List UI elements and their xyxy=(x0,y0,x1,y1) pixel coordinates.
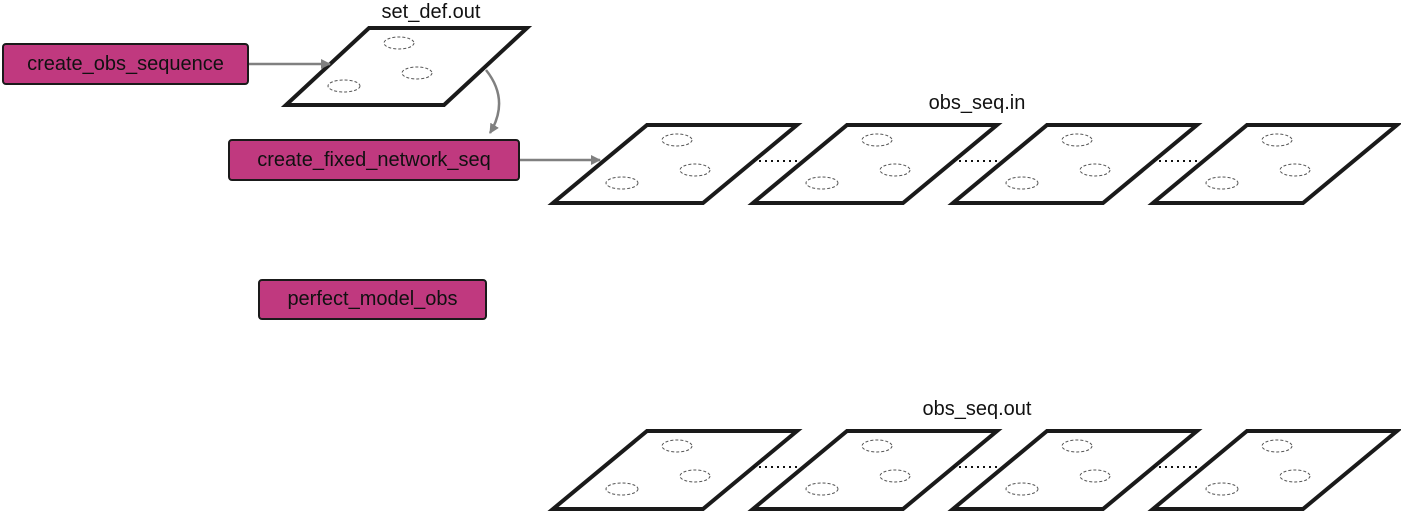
process-label: perfect_model_obs xyxy=(287,288,458,310)
observation-ellipse xyxy=(1279,469,1311,483)
observation-ellipse xyxy=(605,482,639,496)
file-label-set-def-out: set_def.out xyxy=(381,1,481,23)
file-sheet-obs-seq-out-2 xyxy=(747,429,1003,511)
observation-ellipse xyxy=(679,469,711,483)
observation-ellipse xyxy=(879,469,911,483)
process-create-obs-sequence[interactable]: create_obs_sequence xyxy=(2,43,249,85)
observation-ellipse xyxy=(1079,163,1111,177)
observation-ellipse xyxy=(805,176,839,190)
observation-ellipse xyxy=(661,439,693,453)
observation-ellipse xyxy=(861,133,893,147)
arrow-set-def-to-fixed-network xyxy=(485,69,501,134)
file-sheet-obs-seq-out-3 xyxy=(947,429,1203,511)
observation-ellipse xyxy=(1005,176,1039,190)
observation-ellipse xyxy=(805,482,839,496)
observation-ellipse xyxy=(1205,482,1239,496)
observation-ellipse xyxy=(861,439,893,453)
observation-ellipse xyxy=(401,66,433,80)
process-perfect-model-obs[interactable]: perfect_model_obs xyxy=(258,279,487,320)
observation-ellipse xyxy=(1005,482,1039,496)
file-label-obs-seq-out: obs_seq.out xyxy=(922,398,1032,420)
observation-ellipse xyxy=(327,79,361,93)
file-sheet-obs-seq-in-4 xyxy=(1147,123,1401,205)
observation-ellipse xyxy=(1279,163,1311,177)
file-sheet-obs-seq-in-2 xyxy=(747,123,1003,205)
file-sheet-set-def-out xyxy=(280,26,533,107)
observation-ellipse xyxy=(1061,439,1093,453)
file-label-obs-seq-in: obs_seq.in xyxy=(928,92,1026,114)
process-label: create_fixed_network_seq xyxy=(257,148,491,171)
observation-ellipse xyxy=(1261,439,1293,453)
observation-ellipse xyxy=(1205,176,1239,190)
observation-ellipse xyxy=(1261,133,1293,147)
observation-ellipse xyxy=(661,133,693,147)
observation-ellipse xyxy=(679,163,711,177)
observation-ellipse xyxy=(1079,469,1111,483)
file-sheet-obs-seq-in-1 xyxy=(547,123,803,205)
process-label: create_obs_sequence xyxy=(27,52,224,75)
file-sheet-obs-seq-out-4 xyxy=(1147,429,1401,511)
observation-ellipse xyxy=(1061,133,1093,147)
observation-ellipse xyxy=(605,176,639,190)
file-sheet-obs-seq-out-1 xyxy=(547,429,803,511)
process-create-fixed-network-seq[interactable]: create_fixed_network_seq xyxy=(228,139,520,181)
observation-ellipse xyxy=(383,36,415,50)
observation-ellipse xyxy=(879,163,911,177)
file-sheet-obs-seq-in-3 xyxy=(947,123,1203,205)
